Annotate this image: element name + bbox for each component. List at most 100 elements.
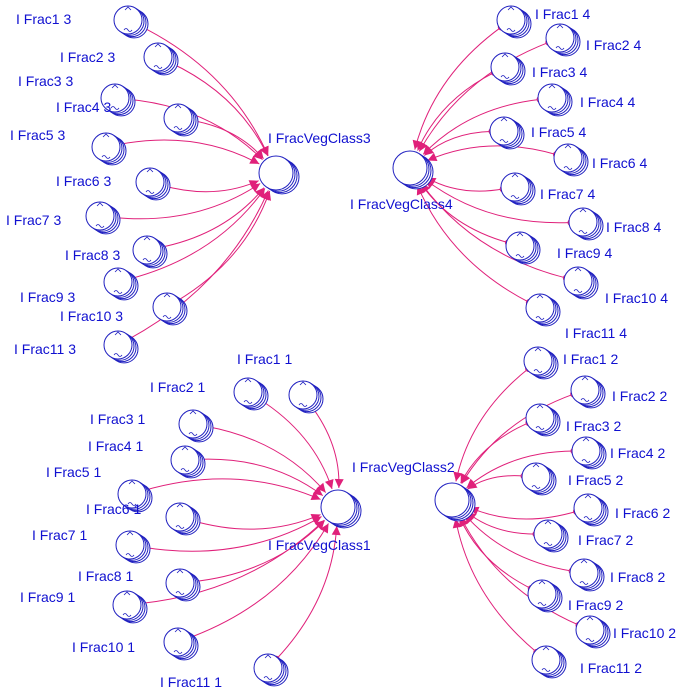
node-i-fracvegclass4[interactable] xyxy=(392,150,434,190)
node-i-frac1-4[interactable] xyxy=(496,5,532,39)
node-i-frac5-1[interactable] xyxy=(117,479,153,513)
node-i-frac9-4[interactable] xyxy=(505,231,541,265)
node-i-frac2-2[interactable] xyxy=(570,375,606,409)
node-i-frac2-3[interactable] xyxy=(143,42,179,76)
label-i-frac9-1: I Frac9 1 xyxy=(20,589,75,605)
node-i-frac10-4[interactable] xyxy=(563,266,599,300)
label-i-frac10-4: I Frac10 4 xyxy=(605,290,668,306)
link-i-frac6-1-to-i-fracvegclass1 xyxy=(188,514,321,530)
node-i-frac4-1[interactable] xyxy=(170,445,206,479)
label-i-frac8-4: I Frac8 4 xyxy=(606,219,661,235)
node-i-fracvegclass1[interactable] xyxy=(320,489,362,529)
node-i-fracvegclass3[interactable] xyxy=(258,155,300,195)
node-i-frac7-2[interactable] xyxy=(533,519,569,553)
node-i-frac1-3[interactable] xyxy=(113,5,149,39)
node-i-frac11-1[interactable] xyxy=(253,653,289,687)
label-i-frac9-2: I Frac9 2 xyxy=(568,597,623,613)
link-i-frac5-3-to-i-fracvegclass3 xyxy=(114,139,260,165)
label-i-frac2-4: I Frac2 4 xyxy=(586,37,641,53)
label-i-frac4-2: I Frac4 2 xyxy=(610,445,665,461)
label-i-frac11-3: I Frac11 3 xyxy=(14,341,76,357)
node-i-frac11-2[interactable] xyxy=(531,645,567,679)
label-i-frac1-2: I Frac1 2 xyxy=(563,351,618,367)
label-i-frac7-1: I Frac7 1 xyxy=(32,527,87,543)
link-i-frac7-4-to-i-fracvegclass4 xyxy=(426,177,507,193)
node-i-frac6-4[interactable] xyxy=(553,143,589,177)
link-i-frac4-1-to-i-fracvegclass1 xyxy=(193,455,324,496)
label-i-frac1-3: I Frac1 3 xyxy=(16,11,71,27)
link-i-frac7-2-to-i-fracvegclass2 xyxy=(466,511,540,538)
node-i-frac10-1[interactable] xyxy=(163,627,199,661)
label-i-frac11-2: I Frac11 2 xyxy=(580,660,642,676)
node-i-frac5-2[interactable] xyxy=(521,462,557,496)
node-i-frac1-2[interactable] xyxy=(523,346,559,380)
node-i-frac6-1[interactable] xyxy=(165,502,201,536)
label-i-frac9-3: I Frac9 3 xyxy=(20,289,75,305)
label-i-frac3-3: I Frac3 3 xyxy=(18,73,73,89)
node-i-frac3-2[interactable] xyxy=(525,403,561,437)
link-i-frac2-2-to-i-fracvegclass2 xyxy=(461,390,578,484)
link-i-frac10-3-to-i-fracvegclass3 xyxy=(173,190,271,305)
node-i-frac10-3[interactable] xyxy=(152,292,188,326)
node-i-frac1-1[interactable] xyxy=(288,380,324,414)
node-i-frac3-1[interactable] xyxy=(178,409,214,443)
label-i-frac10-2: I Frac10 2 xyxy=(613,625,676,641)
node-i-frac11-4[interactable] xyxy=(525,293,561,327)
node-i-frac10-2[interactable] xyxy=(575,615,611,649)
label-i-frac4-4: I Frac4 4 xyxy=(580,94,635,110)
node-i-frac8-4[interactable] xyxy=(568,207,604,241)
node-i-frac4-3[interactable] xyxy=(163,103,199,137)
node-i-frac3-3[interactable] xyxy=(100,83,136,117)
label-i-frac8-2: I Frac8 2 xyxy=(610,569,665,585)
label-i-frac5-1: I Frac5 1 xyxy=(46,464,101,480)
label-i-frac6-3: I Frac6 3 xyxy=(56,173,111,189)
label-i-frac2-3: I Frac2 3 xyxy=(60,49,115,65)
link-i-frac4-4-to-i-fracvegclass4 xyxy=(422,95,544,155)
node-i-fracvegclass2[interactable] xyxy=(434,482,476,522)
node-i-frac5-3[interactable] xyxy=(91,132,127,166)
label-i-frac6-2: I Frac6 2 xyxy=(615,505,670,521)
node-i-frac9-2[interactable] xyxy=(527,579,563,613)
label-i-fracvegclass1: I FracVegClass1 xyxy=(268,537,371,553)
label-i-fracvegclass2: I FracVegClass2 xyxy=(352,459,455,475)
node-i-frac4-4[interactable] xyxy=(537,83,573,117)
node-i-frac9-3[interactable] xyxy=(103,267,139,301)
label-i-frac8-1: I Frac8 1 xyxy=(78,568,133,584)
node-i-frac11-3[interactable] xyxy=(103,330,139,364)
label-i-frac11-1: I Frac11 1 xyxy=(160,674,222,690)
node-i-frac3-4[interactable] xyxy=(490,52,526,86)
link-i-frac8-3-to-i-fracvegclass3 xyxy=(155,187,265,252)
link-i-frac1-1-to-i-fracvegclass1 xyxy=(306,401,344,489)
node-i-frac8-1[interactable] xyxy=(165,568,201,602)
label-i-frac8-3: I Frac8 3 xyxy=(65,247,120,263)
label-i-fracvegclass3: I FracVegClass3 xyxy=(268,130,371,146)
label-i-frac9-4: I Frac9 4 xyxy=(557,245,612,261)
node-i-frac8-2[interactable] xyxy=(569,558,605,592)
node-i-frac5-4[interactable] xyxy=(489,116,525,150)
node-i-frac2-1[interactable] xyxy=(233,377,269,411)
node-i-frac6-3[interactable] xyxy=(135,167,171,201)
node-i-frac2-4[interactable] xyxy=(545,23,581,57)
label-i-frac7-4: I Frac7 4 xyxy=(540,186,595,202)
label-i-frac1-1: I Frac1 1 xyxy=(237,351,292,367)
node-i-frac4-2[interactable] xyxy=(571,436,607,470)
label-i-frac3-1: I Frac3 1 xyxy=(90,411,145,427)
link-i-frac1-3-to-i-fracvegclass3 xyxy=(135,21,269,156)
link-i-frac11-2-to-i-fracvegclass2 xyxy=(452,518,541,656)
label-i-frac2-2: I Frac2 2 xyxy=(612,388,667,404)
label-i-frac1-4: I Frac1 4 xyxy=(535,6,590,22)
node-i-frac6-2[interactable] xyxy=(573,493,609,527)
node-i-frac7-3[interactable] xyxy=(85,201,121,235)
node-i-frac9-1[interactable] xyxy=(112,590,148,624)
link-i-frac5-1-to-i-fracvegclass1 xyxy=(140,478,321,501)
node-i-frac7-4[interactable] xyxy=(500,172,536,206)
label-i-frac2-1: I Frac2 1 xyxy=(150,379,205,395)
label-i-frac7-2: I Frac7 2 xyxy=(578,532,633,548)
label-i-frac11-4: I Frac11 4 xyxy=(565,325,627,341)
node-i-frac8-3[interactable] xyxy=(132,235,168,269)
link-i-frac5-4-to-i-fracvegclass4 xyxy=(423,127,496,156)
label-i-frac3-4: I Frac3 4 xyxy=(532,64,587,80)
node-i-frac7-1[interactable] xyxy=(115,530,151,564)
